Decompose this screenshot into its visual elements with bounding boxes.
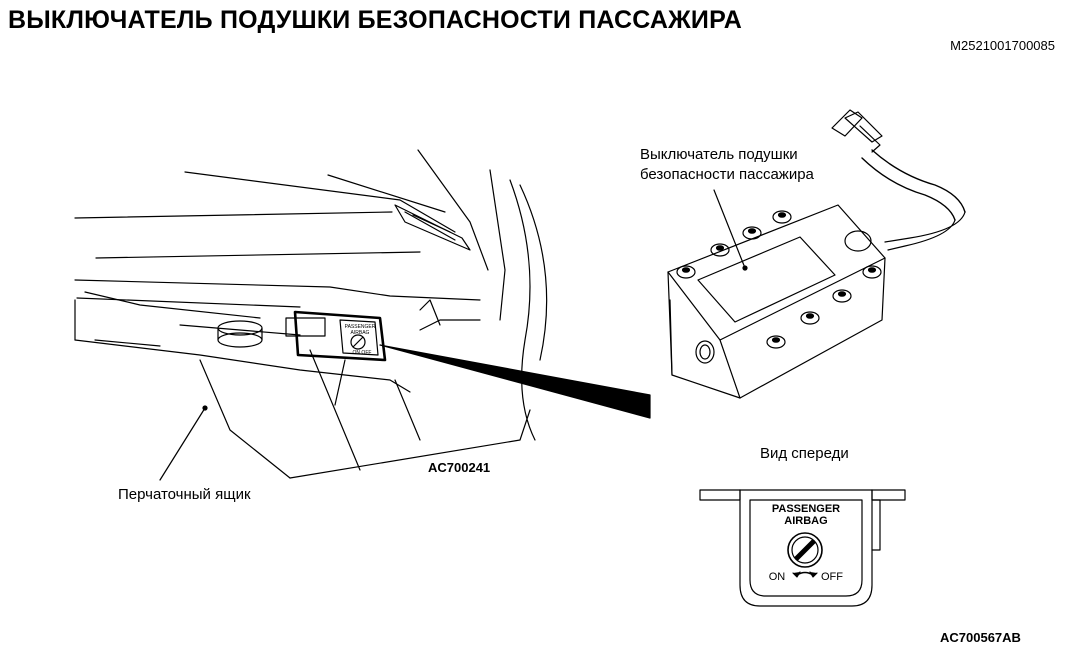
figure-code-right: AC700567AB: [940, 630, 1021, 645]
switch-face-off: OFF: [821, 571, 843, 583]
switch-front-view: PASSENGER AIRBAG ON OFF: [699, 489, 906, 607]
page-title: ВЫКЛЮЧАТЕЛЬ ПОДУШКИ БЕЗОПАСНОСТИ ПАССАЖИ…: [8, 6, 743, 34]
leader-line-glovebox: [159, 407, 206, 481]
switch-3d-illustration: [667, 109, 966, 399]
screw-bosses: [676, 210, 882, 349]
mini-switch-text-3: ON OFF: [353, 350, 372, 356]
mini-switch-text-2: AIRBAG: [351, 330, 370, 336]
leader-dot-glovebox: [202, 405, 208, 411]
switch-face-on: ON: [769, 571, 786, 583]
label-front-view: Вид спереди: [760, 445, 849, 462]
leader-line-switch: [713, 189, 746, 269]
document-code: M2521001700085: [950, 38, 1055, 53]
callout-wedge: [379, 344, 651, 419]
dashboard-illustration: PASSENGER AIRBAG ON OFF: [74, 149, 548, 479]
figure-code-left: AC700241: [428, 460, 491, 475]
switch-face-line1: PASSENGER: [772, 503, 840, 515]
leader-dot-switch: [742, 265, 748, 271]
label-glovebox: Перчаточный ящик: [118, 486, 251, 503]
mini-switch-text-1: PASSENGER: [345, 324, 376, 330]
label-switch-line2: безопасности пассажира: [640, 166, 814, 183]
label-switch-line1: Выключатель подушки: [640, 146, 798, 163]
switch-face-line2: AIRBAG: [784, 515, 827, 527]
